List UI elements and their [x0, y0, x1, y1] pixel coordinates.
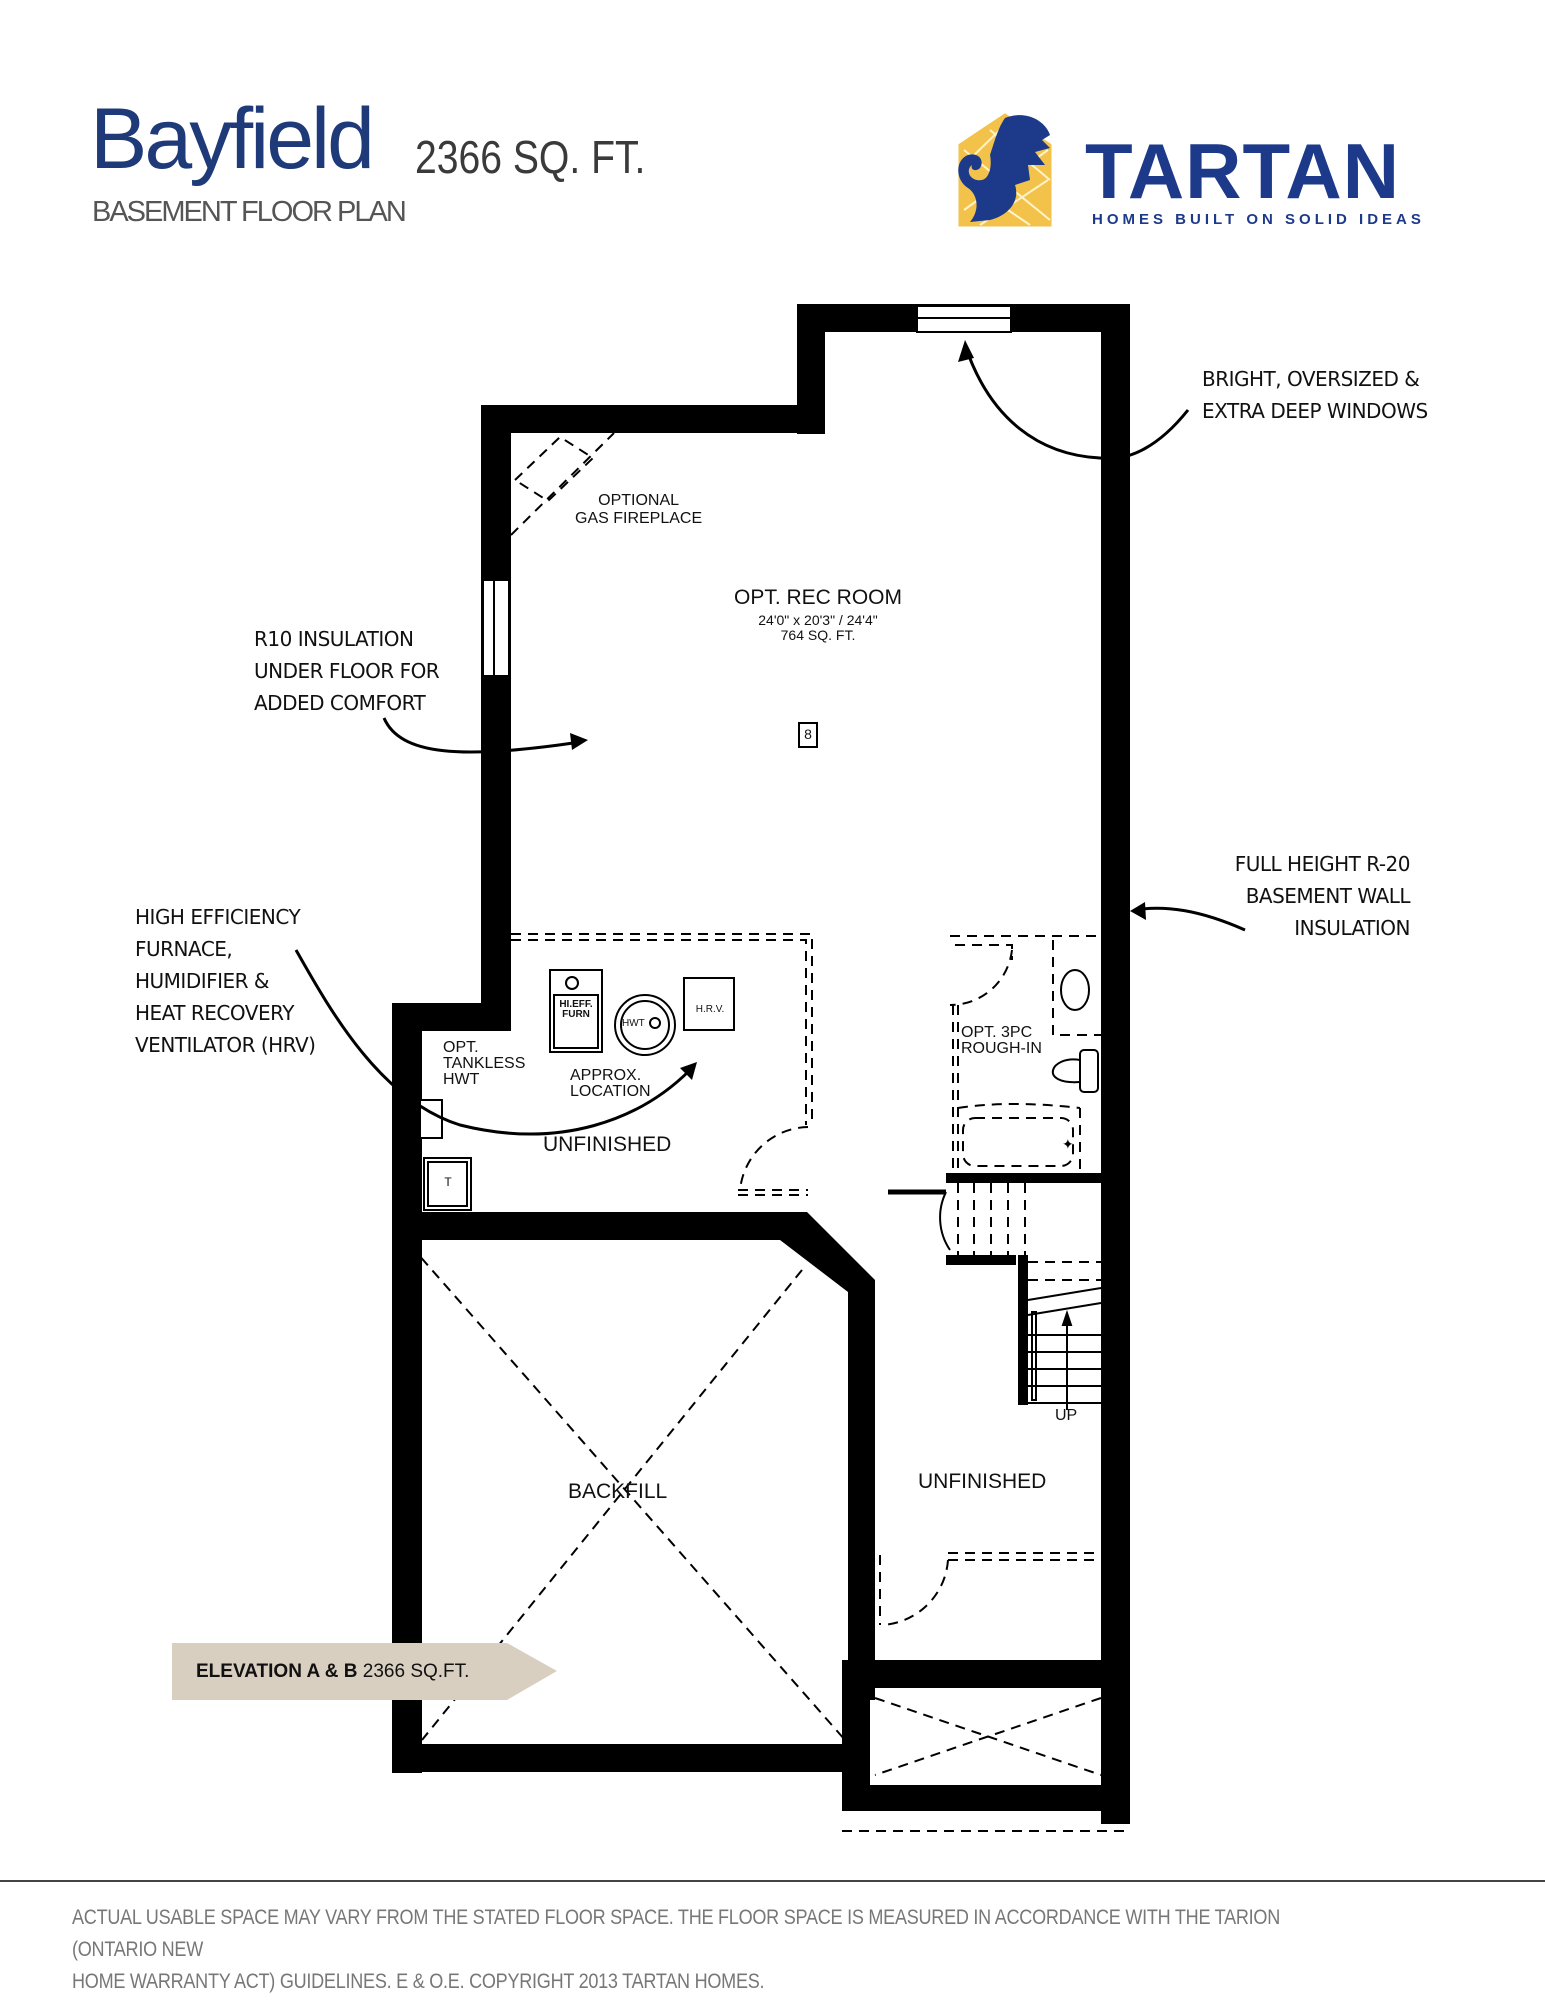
stairs-up-label: UP [1055, 1407, 1078, 1424]
lion-crest-icon [958, 113, 1052, 227]
window-top [916, 305, 1012, 333]
plan-type-title: BASEMENT FLOOR PLAN [92, 196, 407, 228]
hrv-label: H.R.V. [695, 1004, 725, 1015]
svg-text:✦: ✦ [1062, 1136, 1074, 1152]
callout-floor-insulation: R10 INSULATION UNDER FLOOR FOR ADDED COM… [254, 627, 440, 715]
model-name: Bayfield [90, 91, 375, 187]
footer-disclaimer: ACTUAL USABLE SPACE MAY VARY FROM THE ST… [72, 1906, 1281, 1993]
callout-mechanical: HIGH EFFICIENCY FURNACE, HUMIDIFIER & HE… [135, 905, 316, 1057]
backfill-label: BACKFILL [568, 1480, 668, 1503]
mechanical-room-label: UNFINISHED [543, 1133, 672, 1156]
tankless-hwt-label: OPT. TANKLESS HWT [443, 1039, 526, 1088]
brand-name: TARTAN [1085, 127, 1401, 215]
approx-location-label: APPROX. LOCATION [570, 1067, 651, 1100]
tartan-logo: TARTAN HOMES BUILT ON SOLID IDEAS [950, 110, 1450, 230]
callout-wall-insulation: FULL HEIGHT R-20 BASEMENT WALL INSULATIO… [1234, 852, 1411, 940]
unfinished-right-label: UNFINISHED [918, 1470, 1047, 1493]
rec-room-label: OPT. REC ROOM 24'0" x 20'3" / 24'4" 764 … [733, 586, 902, 644]
brand-tagline: HOMES BUILT ON SOLID IDEAS [1092, 211, 1425, 228]
fireplace-label: OPTIONAL GAS FIREPLACE [575, 492, 703, 527]
window-left [482, 579, 510, 677]
hwt-label: HWT [622, 1018, 645, 1029]
total-sqft: 2366 SQ. FT. [415, 131, 646, 183]
furnace-label: HI.EFF. FURN [559, 999, 593, 1020]
elevation-banner [172, 1643, 557, 1700]
sump-label: T [444, 1175, 452, 1189]
thermostat-icon: 8 [798, 722, 818, 748]
callout-windows: BRIGHT, OVERSIZED & EXTRA DEEP WINDOWS [1202, 367, 1428, 423]
bathroom-rough-in-label: OPT. 3PC ROUGH-IN [961, 1024, 1042, 1057]
elevation-banner-text: ELEVATION A & B 2366 SQ.FT. [196, 1661, 470, 1682]
footer-divider [0, 1880, 1545, 1882]
